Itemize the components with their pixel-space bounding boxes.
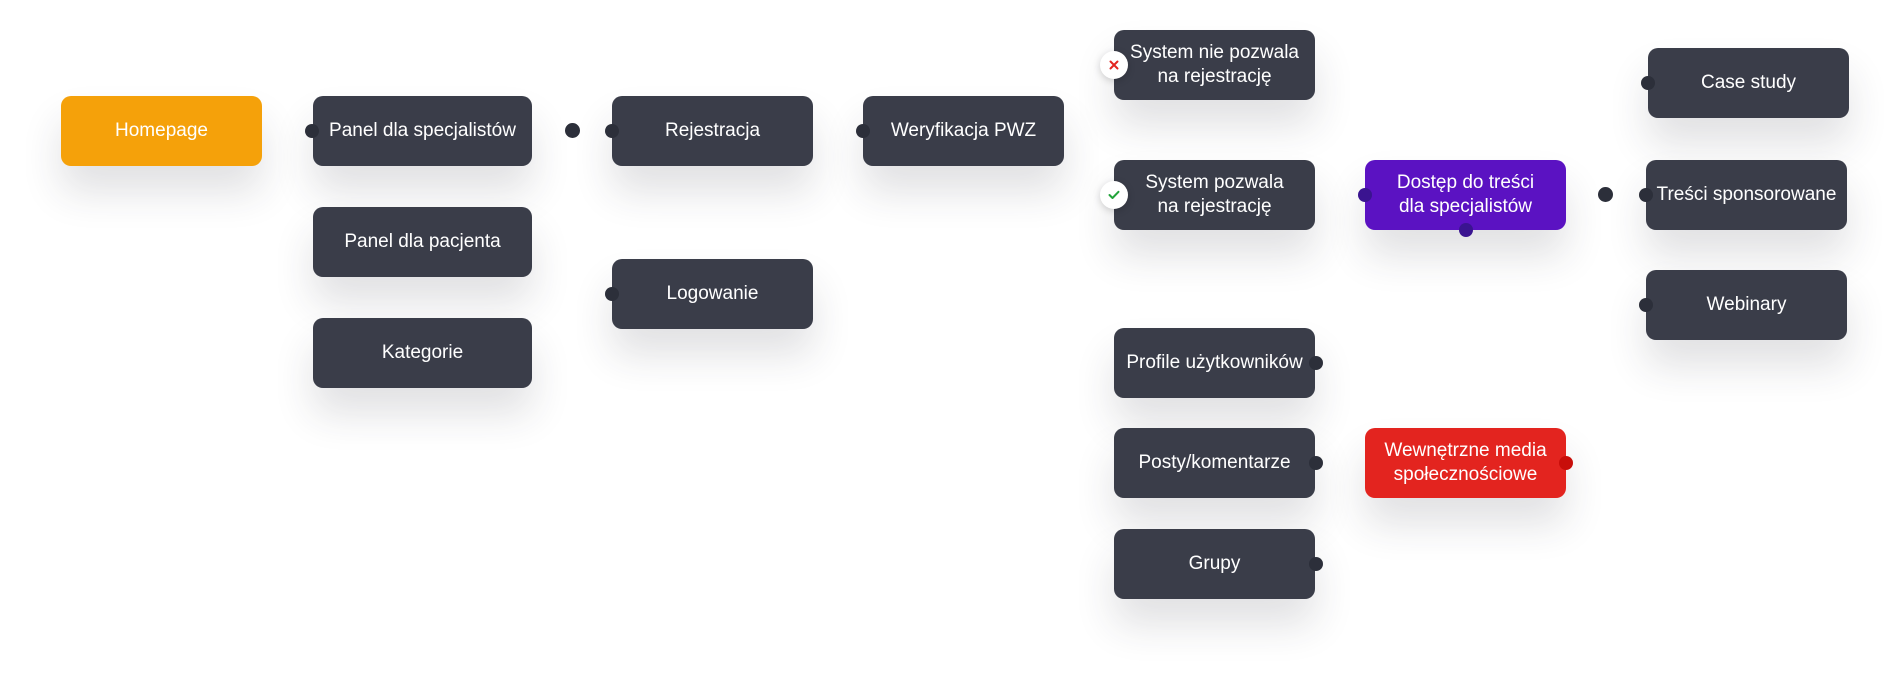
node-posty-komentarze-label: Posty/komentarze xyxy=(1138,452,1291,473)
connector-dot[interactable] xyxy=(565,123,580,138)
node-homepage[interactable]: Homepage xyxy=(61,96,262,166)
node-panel-specjalistow-label: Panel dla specjalistów xyxy=(329,120,516,141)
connector-dot[interactable] xyxy=(1309,456,1323,470)
x-icon xyxy=(1109,60,1119,70)
node-weryfikacja-pwz[interactable]: Weryfikacja PWZ xyxy=(863,96,1064,166)
node-homepage-label: Homepage xyxy=(115,120,208,141)
node-logowanie[interactable]: Logowanie xyxy=(612,259,813,329)
connector-dot[interactable] xyxy=(1641,76,1655,90)
node-profile-uzytkownikow-label: Profile użytkowników xyxy=(1126,352,1303,373)
node-profile-uzytkownikow[interactable]: Profile użytkowników xyxy=(1114,328,1315,398)
check-icon xyxy=(1108,190,1120,199)
node-system-pozwala-label: System pozwala na rejestrację xyxy=(1145,172,1284,217)
node-dostep-do-tresci[interactable]: Dostęp do treści dla specjalistów xyxy=(1365,160,1566,230)
connector-dot[interactable] xyxy=(1459,223,1473,237)
node-dostep-do-tresci-label: Dostęp do treści dla specjalistów xyxy=(1396,172,1535,217)
node-kategorie[interactable]: Kategorie xyxy=(313,318,532,388)
node-case-study[interactable]: Case study xyxy=(1648,48,1849,118)
node-system-nie-pozwala[interactable]: System nie pozwala na rejestrację xyxy=(1114,30,1315,100)
node-rejestracja[interactable]: Rejestracja xyxy=(612,96,813,166)
connector-dot[interactable] xyxy=(1309,557,1323,571)
node-posty-komentarze[interactable]: Posty/komentarze xyxy=(1114,428,1315,498)
connector-dot[interactable] xyxy=(1559,456,1573,470)
node-case-study-label: Case study xyxy=(1700,72,1797,93)
node-grupy-label: Grupy xyxy=(1188,553,1241,574)
node-grupy[interactable]: Grupy xyxy=(1114,529,1315,599)
node-rejestracja-label: Rejestracja xyxy=(664,120,761,141)
node-tresci-sponsorowane[interactable]: Treści sponsorowane xyxy=(1646,160,1847,230)
node-panel-pacjenta-label: Panel dla pacjenta xyxy=(344,231,501,252)
connector-dot[interactable] xyxy=(305,124,319,138)
connector-dot[interactable] xyxy=(1639,298,1653,312)
accept-badge xyxy=(1100,181,1128,209)
node-webinary[interactable]: Webinary xyxy=(1646,270,1847,340)
node-tresci-sponsorowane-label: Treści sponsorowane xyxy=(1656,184,1837,205)
node-system-pozwala[interactable]: System pozwala na rejestrację xyxy=(1114,160,1315,230)
node-kategorie-label: Kategorie xyxy=(381,342,464,363)
node-panel-specjalistow[interactable]: Panel dla specjalistów xyxy=(313,96,532,166)
connector-dot[interactable] xyxy=(605,287,619,301)
connector-dot[interactable] xyxy=(1639,188,1653,202)
node-system-nie-pozwala-label: System nie pozwala na rejestrację xyxy=(1130,42,1299,87)
node-logowanie-label: Logowanie xyxy=(666,283,759,304)
node-wewnetrzne-media-label: Wewnętrzne media społecznościowe xyxy=(1384,440,1547,485)
node-webinary-label: Webinary xyxy=(1706,294,1787,315)
node-weryfikacja-pwz-label: Weryfikacja PWZ xyxy=(890,120,1037,141)
node-panel-pacjenta[interactable]: Panel dla pacjenta xyxy=(313,207,532,277)
connector-dot[interactable] xyxy=(1358,188,1372,202)
connector-dot[interactable] xyxy=(605,124,619,138)
connector-dot[interactable] xyxy=(1309,356,1323,370)
connector-dot[interactable] xyxy=(1598,187,1613,202)
reject-badge xyxy=(1100,51,1128,79)
node-wewnetrzne-media[interactable]: Wewnętrzne media społecznościowe xyxy=(1365,428,1566,498)
connector-dot[interactable] xyxy=(856,124,870,138)
